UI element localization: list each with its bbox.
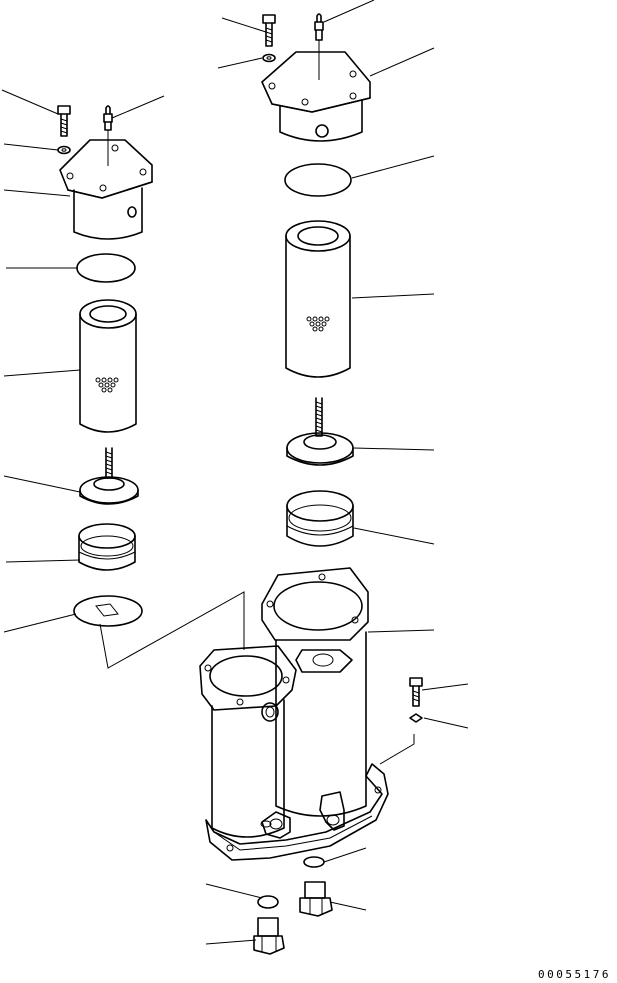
right-spring (286, 490, 354, 547)
drain-o-ring-right (303, 856, 325, 868)
right-cover-bolt (262, 14, 276, 47)
right-grease-fitting (314, 13, 324, 80)
left-grease-fitting (103, 105, 113, 166)
case-washer (409, 713, 423, 723)
right-cover-washer (262, 53, 276, 63)
left-cover-washer (57, 145, 71, 155)
right-filter-element (285, 220, 351, 378)
left-element-perforation (95, 377, 119, 393)
right-filter-cover (261, 51, 371, 142)
left-cover-bolt (57, 105, 71, 137)
left-filter-cover (59, 139, 153, 240)
left-valve-plate (73, 595, 143, 627)
right-o-ring (284, 163, 352, 197)
right-spring-seat (286, 397, 354, 466)
case-bolt (409, 677, 423, 707)
left-spring (78, 523, 136, 571)
drawing-number: 00055176 (538, 968, 611, 981)
filter-case-assembly (199, 567, 389, 861)
right-element-perforation (306, 316, 330, 332)
drain-o-ring-left (257, 895, 279, 909)
leader-lines (1, 0, 469, 945)
left-o-ring (76, 253, 136, 283)
drain-plug-right (299, 881, 333, 917)
drain-plug-left (253, 917, 285, 955)
left-spring-seat (79, 447, 139, 505)
left-filter-element (79, 299, 137, 433)
